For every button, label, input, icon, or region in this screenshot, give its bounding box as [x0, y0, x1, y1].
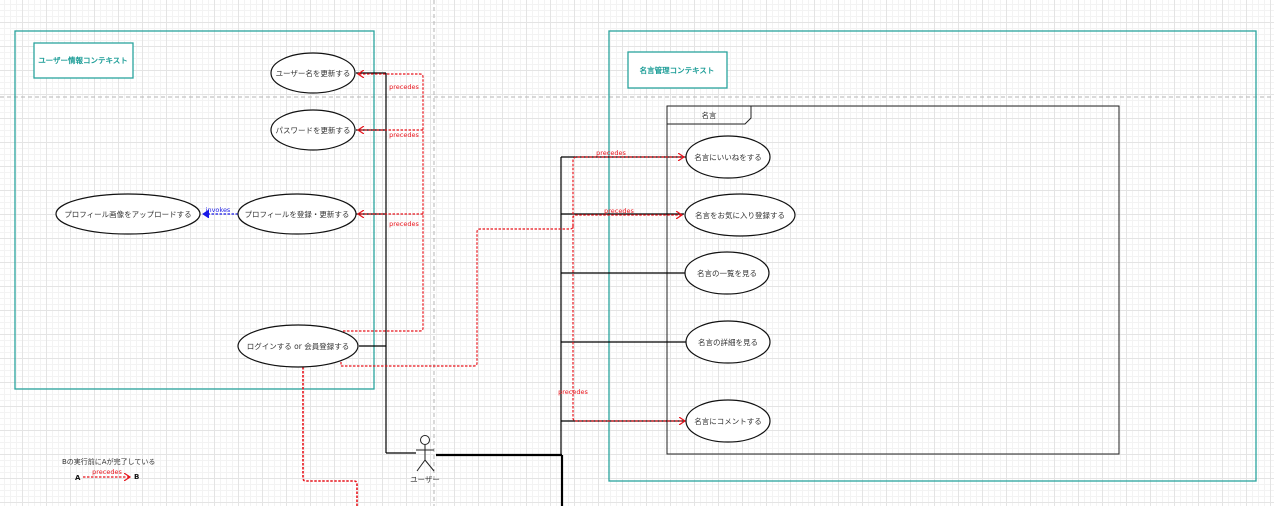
- edge-label-invokes: invokes: [206, 206, 231, 214]
- context-user-info[interactable]: ユーザー情報コンテキスト: [14, 30, 375, 390]
- use-case-label: プロフィールを登録・更新する: [245, 209, 350, 219]
- use-case-label: 名言にコメントする: [694, 416, 762, 426]
- edge-login-down: [302, 367, 358, 506]
- edge-label: precedes: [558, 388, 588, 396]
- legend-to: B: [134, 473, 139, 481]
- package-title: 名言: [702, 110, 717, 120]
- context-title: 名言管理コンテキスト: [640, 65, 715, 75]
- use-case-label: 名言の一覧を見る: [697, 268, 757, 278]
- actor-user[interactable]: ユーザー: [410, 435, 440, 485]
- use-case-label: 名言にいいねをする: [694, 152, 762, 162]
- use-case-like-quote[interactable]: 名言にいいねをする: [685, 135, 771, 179]
- edge-label: precedes: [596, 149, 626, 157]
- use-case-favorite-quote[interactable]: 名言をお気に入り登録する: [684, 193, 796, 237]
- context-title-box[interactable]: 名言管理コンテキスト: [627, 51, 728, 89]
- use-case-label: プロフィール画像をアップロードする: [64, 209, 191, 219]
- use-case-label: パスワードを更新する: [276, 125, 351, 135]
- use-case-login-or-signup[interactable]: ログインする or 会員登録する: [237, 324, 359, 368]
- edge-login-to-favorite-quote: [572, 215, 682, 226]
- use-case-label: ログインする or 会員登録する: [247, 341, 349, 351]
- precedes-edges[interactable]: [302, 74, 685, 506]
- context-title-box[interactable]: ユーザー情報コンテキスト: [33, 42, 134, 79]
- use-case-label: 名言の詳細を見る: [698, 337, 758, 347]
- use-case-upload-profile-image[interactable]: プロフィール画像をアップロードする: [55, 193, 201, 235]
- association-lines: [356, 72, 687, 506]
- legend-label: precedes: [92, 468, 122, 476]
- edge-login-to-like-quote: [340, 157, 684, 367]
- use-case-label: ユーザー名を更新する: [276, 68, 351, 78]
- use-case-update-username[interactable]: ユーザー名を更新する: [270, 52, 356, 94]
- edge-label: precedes: [389, 83, 419, 91]
- edge-label: precedes: [389, 131, 419, 139]
- use-case-list-quotes[interactable]: 名言の一覧を見る: [684, 251, 770, 295]
- use-case-comment-quote[interactable]: 名言にコメントする: [685, 399, 771, 443]
- use-case-quote-detail[interactable]: 名言の詳細を見る: [685, 320, 771, 364]
- legend-from: A: [75, 474, 81, 482]
- invokes-edge[interactable]: invokes: [204, 206, 238, 214]
- precedes-labels: precedes precedes precedes precedes prec…: [389, 83, 634, 396]
- context-title: ユーザー情報コンテキスト: [38, 55, 128, 65]
- edge-label: precedes: [389, 220, 419, 228]
- edge-login-to-comment-quote: [572, 226, 685, 421]
- package-quote[interactable]: 名言: [666, 105, 1120, 455]
- use-case-update-password[interactable]: パスワードを更新する: [270, 109, 356, 151]
- edge-login-to-update-username: [343, 74, 424, 332]
- use-case-label: 名言をお気に入り登録する: [695, 210, 785, 220]
- stick-figure-icon: [416, 435, 435, 472]
- use-case-register-profile[interactable]: プロフィールを登録・更新する: [237, 193, 357, 235]
- legend: Bの実行前にAが完了している A precedes B: [62, 457, 155, 482]
- context-quote-management[interactable]: 名言管理コンテキスト: [608, 30, 1257, 482]
- legend-description: Bの実行前にAが完了している: [62, 457, 155, 466]
- edge-label: precedes: [604, 207, 634, 215]
- actor-label: ユーザー: [410, 475, 440, 484]
